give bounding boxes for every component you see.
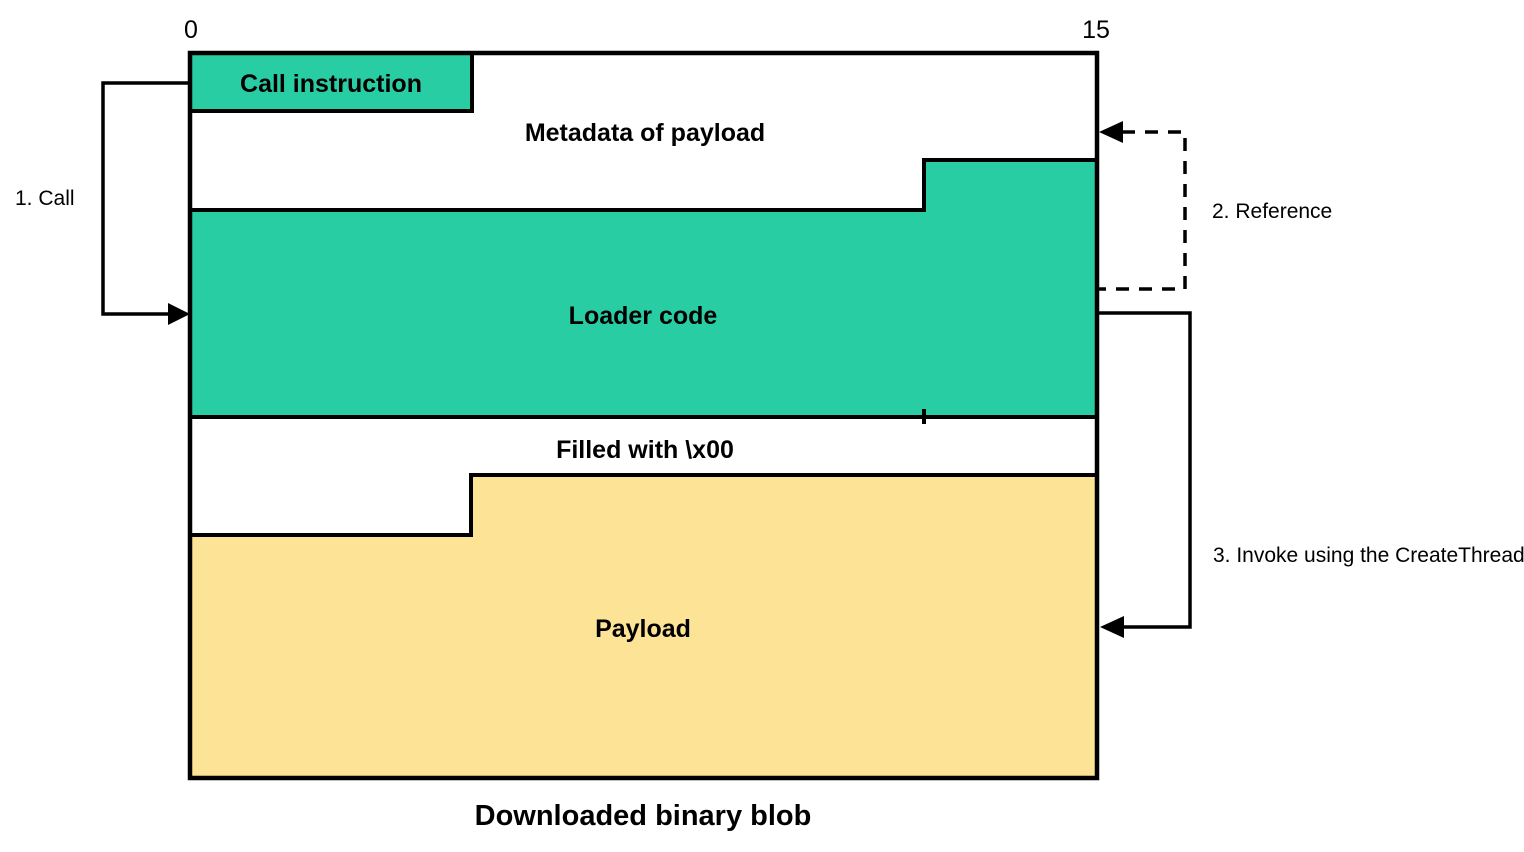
reference-arrowhead-icon [1099,121,1123,143]
call-arrowhead-icon [168,303,190,325]
axis-tick-15: 15 [1082,16,1110,44]
axis-tick-0: 0 [184,16,198,44]
step-3-invoke-label: 3. Invoke using the CreateThread [1213,544,1524,567]
metadata-label: Metadata of payload [525,119,765,147]
invoke-arrowhead-icon [1100,616,1124,638]
call-instruction-label: Call instruction [240,70,422,98]
diagram-title: Downloaded binary blob [475,800,812,832]
blob-outline [187,50,1100,781]
payload-label: Payload [595,615,691,643]
call-arrow-line [101,81,190,316]
loader-code-label: Loader code [569,302,718,330]
step-2-reference-label: 2. Reference [1212,200,1332,223]
reference-arrow-line [1097,130,1187,291]
invoke-arrow-line [1097,311,1192,629]
filler-label: Filled with \x00 [556,436,734,464]
step-1-call-label: 1. Call [15,187,75,210]
